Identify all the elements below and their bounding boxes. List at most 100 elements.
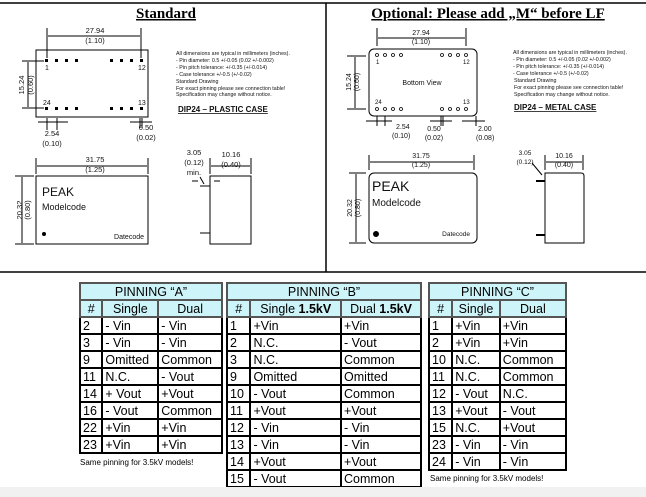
dual-cell: - Vin [498, 435, 568, 454]
single-cell: - Vout [451, 384, 501, 403]
note-line: For exact pinning please see connection … [176, 86, 285, 92]
pin-number: 14 [225, 452, 252, 471]
pin-number: 10 [225, 384, 252, 403]
col-header: Single 1.5kV [249, 299, 343, 318]
table-row: 2- Vin- Vin [78, 316, 223, 335]
dual-cell: - Vin [498, 452, 568, 471]
note-line: Standard Drawing [514, 78, 556, 84]
single-cell: +Vin [101, 418, 160, 437]
pin-number: 10 [427, 350, 454, 369]
dim-width-in: (1.25) [412, 162, 430, 169]
dim-depth-in: (0.40) [221, 160, 241, 169]
pin-24-label: 24 [375, 100, 382, 106]
col-header-text: Dual [350, 301, 380, 316]
single-cell: Omitted [101, 350, 160, 369]
pin-13-label: 13 [138, 100, 146, 107]
dim-pitch: 2.54 [396, 124, 410, 131]
pin-12-label: 12 [138, 65, 146, 72]
note-line: - Pin diameter: 0.5 +/-0.05 (0.02 +/-0.0… [176, 58, 274, 64]
dim-edge: 2.00 [478, 126, 492, 133]
pin-13-label: 13 [463, 100, 470, 106]
dual-cell: Omitted [340, 367, 422, 386]
pin-number: 14 [78, 384, 104, 403]
dim-pitch-in: (0.10) [392, 133, 410, 140]
dim-pitch-in: (0.10) [42, 139, 62, 148]
pin-number: 23 [427, 435, 454, 454]
single-cell: +Vin [451, 316, 501, 335]
pin-number: 3 [78, 333, 104, 352]
col-header: Single [101, 299, 160, 318]
dual-cell: Common [340, 469, 422, 488]
dim-pitch: 2.54 [45, 129, 60, 138]
optional-title: Optional: Please add „M“ before LF [371, 6, 604, 22]
col-header: Dual [157, 299, 223, 318]
single-cell: +Vin [101, 435, 160, 454]
dual-cell: +Vin [340, 316, 422, 335]
dim-pin-length: 3.05 [519, 150, 532, 157]
standard-top-view: 27.94 (1.10) 15.24 (0.60) 1 12 24 13 2.5… [17, 26, 290, 148]
dim-width-in: (1.10) [85, 36, 105, 45]
dual-cell: Common [157, 350, 223, 369]
datecode-label: Datecode [442, 231, 470, 238]
note-line: Specification may change without notice. [514, 92, 610, 98]
dim-depth: 10.16 [222, 150, 241, 159]
table-row: 1+Vin+Vin [427, 316, 568, 335]
pin-1-label: 1 [376, 60, 380, 66]
dim-width: 31.75 [412, 153, 430, 160]
col-header: # [225, 299, 252, 318]
single-cell: Omitted [249, 367, 343, 386]
table-row: 12- Vin- Vin [225, 418, 422, 437]
dim-width: 27.94 [412, 30, 430, 37]
dual-cell: - Vout [157, 367, 223, 386]
pin-number: 23 [78, 435, 104, 454]
dual-cell: - Vout [340, 333, 422, 352]
single-cell: - Vin [249, 435, 343, 454]
dim-pin: 0.50 [139, 123, 154, 132]
single-cell: N.C. [101, 367, 160, 386]
single-cell: N.C. [451, 350, 501, 369]
table-row: 22+Vin+Vin [78, 418, 223, 437]
dim-depth: 10.16 [555, 153, 573, 160]
pin-number: 11 [427, 367, 454, 386]
table-row: 11+Vout+Vout [225, 401, 422, 420]
pin-number: 11 [225, 401, 252, 420]
pin-number: 2 [225, 333, 252, 352]
dim-width-in: (1.25) [85, 165, 105, 174]
table-row: 14+Vout+Vout [225, 452, 422, 471]
pin-number: 11 [78, 367, 104, 386]
dual-cell: - Vin [340, 435, 422, 454]
pin-number: 12 [225, 418, 252, 437]
single-cell: - Vin [451, 435, 501, 454]
pin-number: 1 [225, 316, 252, 335]
dim-pin-length: 3.05 [187, 148, 202, 157]
dim-height-in: (0.60) [354, 73, 361, 91]
dual-cell: Common [340, 384, 422, 403]
note-line: - Pin diameter: 0.5 +/-0.05 (0.02 +/-0.0… [513, 57, 611, 63]
dim-height: 20.32 [347, 199, 354, 217]
mechanical-drawings: Standard Optional: Please add „M“ before… [0, 2, 646, 273]
col-header-text: Single [260, 301, 299, 316]
dual-cell: +Vout [157, 384, 223, 403]
case-label: DIP24 – METAL CASE [514, 103, 597, 112]
single-cell: - Vin [101, 333, 160, 352]
single-cell: N.C. [451, 367, 501, 386]
dual-cell: - Vout [498, 401, 568, 420]
pin-number: 16 [78, 401, 104, 420]
single-cell: - Vout [249, 384, 343, 403]
dual-cell: N.C. [498, 384, 568, 403]
note-line: Specification may change without notice. [176, 92, 272, 98]
pinning-b-table: PINNING “B” # Single 1.5kV Dual 1.5kV 1+… [225, 282, 422, 488]
pinning-a-note: Same pinning for 3.5kV models! [80, 458, 194, 467]
pin-number: 15 [427, 418, 454, 437]
pin-number: 1 [427, 316, 454, 335]
pin-number: 22 [78, 418, 104, 437]
optional-front-view: 31.75 (1.25) 20.32 (0.80) PEAK Modelcode… [347, 150, 585, 244]
dual-cell: - Vin [157, 316, 223, 335]
col-header: Dual [498, 299, 568, 318]
single-cell: +Vout [451, 401, 501, 420]
